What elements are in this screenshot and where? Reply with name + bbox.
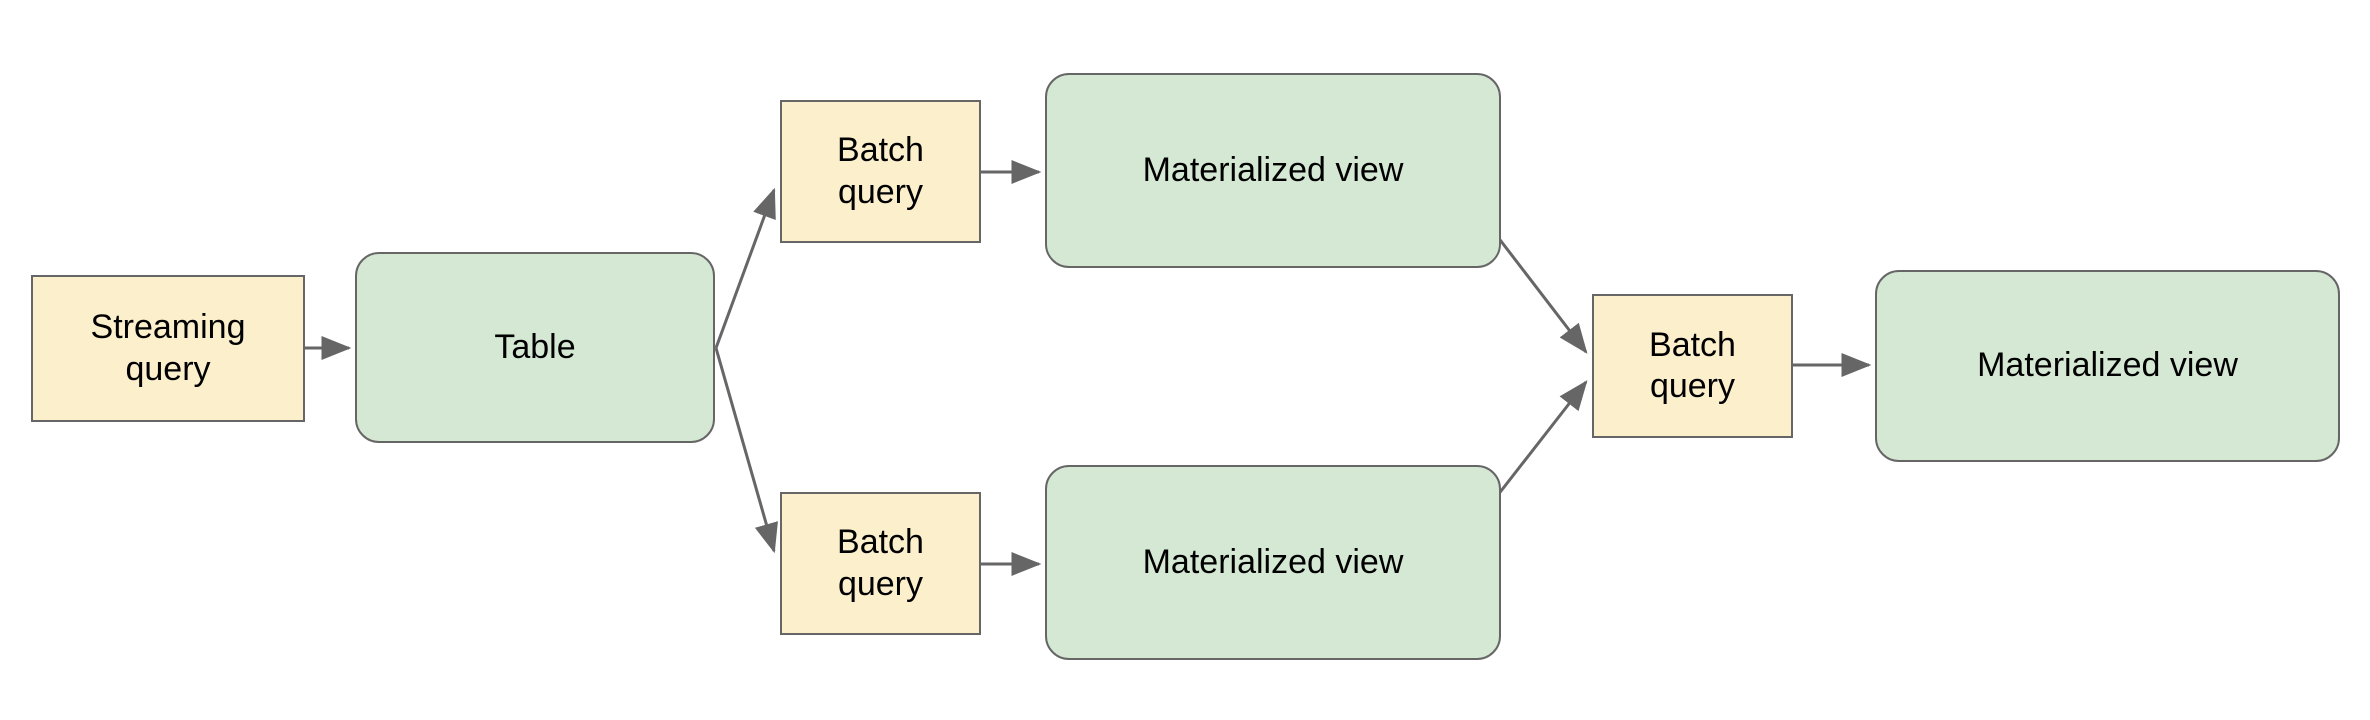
- node-table[interactable]: Table: [355, 252, 715, 443]
- node-streaming-query[interactable]: Streaming query: [31, 275, 305, 422]
- node-materialized-view-bottom-label: Materialized view: [1142, 542, 1404, 581]
- edge-mv-bottom-to-batch-join: [1492, 380, 1588, 501]
- node-materialized-view-final[interactable]: Materialized view: [1875, 270, 2340, 462]
- node-streaming-query-label: Streaming query: [90, 308, 246, 388]
- edge-table-to-batch-bottom: [714, 347, 778, 554]
- node-materialized-view-final-label: Materialized view: [1977, 346, 2238, 385]
- node-batch-query-bottom-label: Batch query: [837, 523, 924, 603]
- node-batch-query-top-label: Batch query: [837, 131, 924, 211]
- edge-mv-top-to-batch-join: [1492, 231, 1588, 354]
- node-batch-query-join-label: Batch query: [1649, 325, 1736, 405]
- node-batch-query-bottom[interactable]: Batch query: [780, 492, 981, 635]
- node-materialized-view-bottom[interactable]: Materialized view: [1045, 465, 1501, 660]
- node-batch-query-top[interactable]: Batch query: [780, 100, 981, 243]
- node-materialized-view-top[interactable]: Materialized view: [1045, 73, 1501, 268]
- node-batch-query-join[interactable]: Batch query: [1592, 294, 1793, 438]
- node-materialized-view-top-label: Materialized view: [1142, 150, 1404, 189]
- edge-table-to-batch-top: [714, 187, 776, 349]
- node-table-label: Table: [494, 327, 576, 366]
